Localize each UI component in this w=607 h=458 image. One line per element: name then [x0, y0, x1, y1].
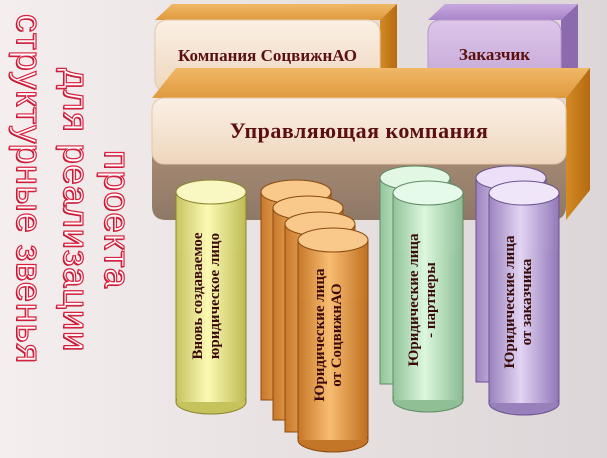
cylinder-label-new-entity: Вновь создаваемое юридическое лицо [190, 208, 225, 384]
cylinder-label-from-company-line1: Юридические лица [312, 268, 328, 402]
cylinder-label-from-customer-line1: Юридические лица [502, 235, 518, 369]
cylinder-stack-from-customer [475, 165, 560, 416]
cylinder-label-new-entity-line1: Вновь создаваемое [190, 232, 206, 360]
cylinder-label-from-company-line2: от СоцвижнАО [329, 283, 346, 387]
management-box-label: Управляющая компания [229, 118, 489, 143]
cylinder-new-entity [175, 179, 247, 415]
management-box [151, 68, 590, 220]
cylinder-label-partners-line2: - партнеры [423, 262, 440, 338]
cylinder-label-from-customer-line2: от заказчика [519, 258, 536, 346]
cylinder-label-from-company: Юридические лица от СоцвижнАО [312, 242, 347, 428]
cylinder-label-partners-line1: Юридические лица [406, 233, 422, 367]
cylinder-label-partners: Юридические лица - партнеры [406, 212, 441, 388]
company-box-label: Компания СоцвижнАО [178, 46, 357, 65]
cylinder-label-from-customer: Юридические лица от заказчика [502, 214, 537, 390]
cylinder-stack-partners [379, 165, 464, 413]
customer-box-label: Заказчик [458, 45, 531, 64]
cylinder-label-new-entity-line2: юридическое лицо [207, 232, 224, 360]
cylinder-stack-from-company [260, 179, 369, 453]
